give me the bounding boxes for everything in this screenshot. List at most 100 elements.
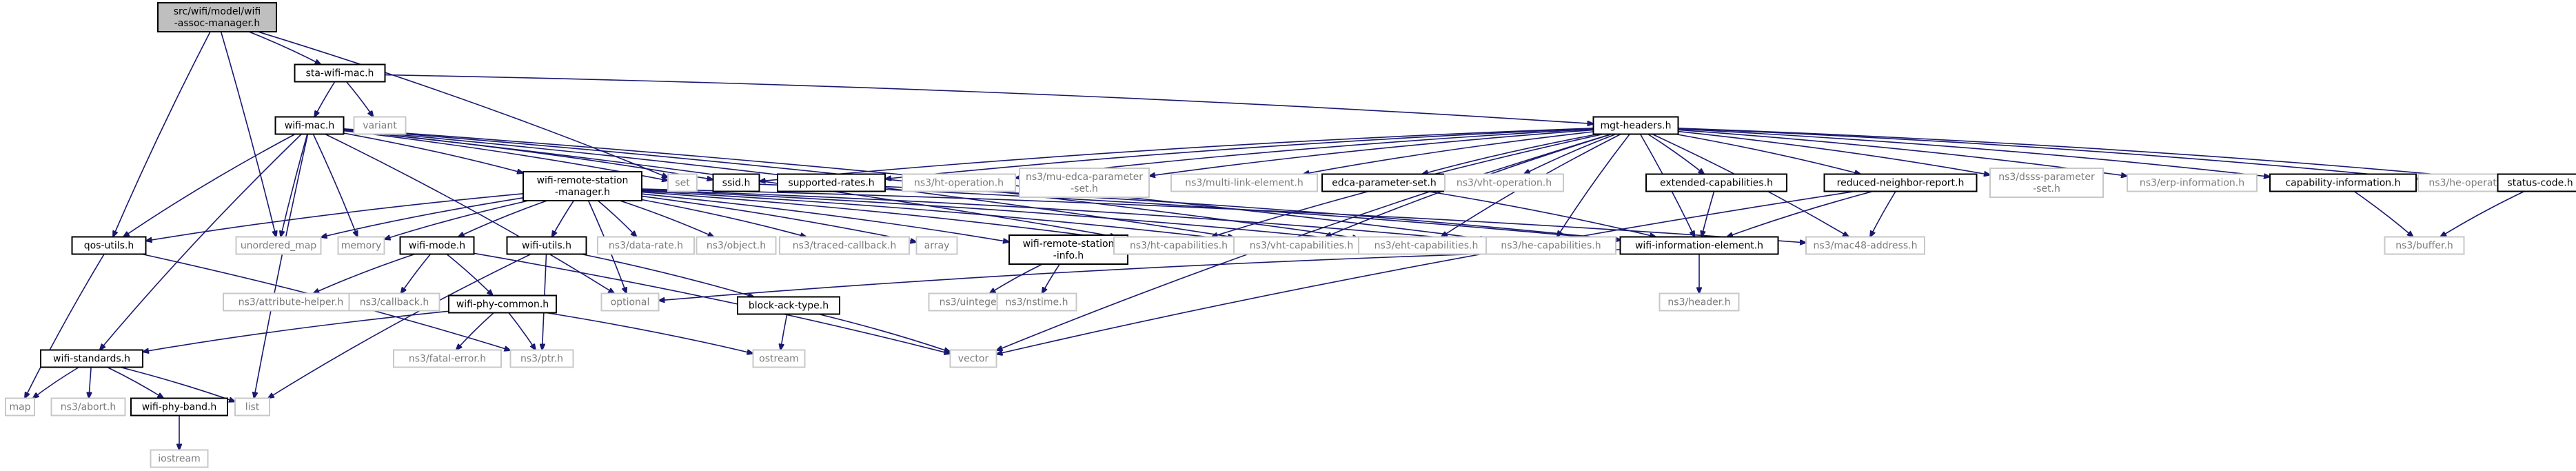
node-wifi-phy-band[interactable]: wifi-phy-band.h: [130, 397, 228, 417]
edge-wifi-remote-station-manager-to-wifi-mode: [458, 200, 547, 237]
node-box: [150, 449, 209, 468]
edge-wifi-standards-to-map: [33, 366, 79, 399]
node-label: qos-utils.h: [84, 241, 134, 252]
edge-mgt-headers-to-ns3-he-operation: [1678, 128, 2419, 179]
node-label: ns3/vht-capabilities.h: [1250, 241, 1353, 252]
node-box: [1592, 116, 1679, 135]
node-sta-wifi-mac[interactable]: sta-wifi-mac.h: [294, 63, 386, 83]
edge-wifi-phy-common-to-ostream: [546, 312, 753, 354]
node-box: [157, 2, 277, 32]
node-box: [235, 236, 322, 255]
node-wifi-phy-common[interactable]: wifi-phy-common.h: [448, 294, 557, 314]
node-wifi-utils[interactable]: wifi-utils.h: [506, 236, 587, 255]
edge-wifi-mac-to-optional: [325, 133, 615, 294]
edge-wifi-remote-station-manager-to-qos-utils: [146, 193, 524, 241]
node-box: [1823, 173, 1978, 192]
node-ns3-abort: ns3/abort.h: [50, 397, 126, 417]
node-set: set: [667, 173, 698, 192]
node-box: [1805, 236, 1925, 255]
node-label: ns3/ptr.h: [520, 354, 563, 365]
node-extended-capabilities[interactable]: extended-capabilities.h: [1645, 173, 1787, 192]
node-label: wifi-utils.h: [522, 241, 571, 252]
node-wifi-standards[interactable]: wifi-standards.h: [40, 349, 143, 368]
node-box: [1645, 173, 1787, 192]
node-box: [737, 296, 840, 315]
node-block-ack-type[interactable]: block-ack-type.h: [737, 296, 840, 315]
node-mgt-headers[interactable]: mgt-headers.h: [1592, 116, 1679, 135]
node-wifi-mode[interactable]: wifi-mode.h: [399, 236, 475, 255]
node-wifi-information-element[interactable]: wifi-information-element.h: [1619, 236, 1779, 255]
edge-wifi-remote-station-manager-to-ns3-object: [620, 200, 714, 237]
edge-wifi-remote-station-manager-to-memory: [385, 200, 529, 239]
edge-reduced-neighbor-report-to-vector: [997, 190, 1856, 354]
node-label: array: [924, 241, 950, 252]
node-label: ns3/multi-link-element.h: [1185, 178, 1304, 189]
edge-mgt-headers-to-ssid: [760, 128, 1594, 181]
node-box: [71, 236, 147, 255]
node-box: [448, 294, 557, 314]
node-wifi-remote-station-info[interactable]: wifi-remote-station-info.h: [1008, 234, 1128, 265]
edge-mgt-headers-to-status-code: [1678, 128, 2498, 180]
node-label: ns3/fatal-error.h: [409, 354, 486, 365]
node-ns3-multi-link: ns3/multi-link-element.h: [1170, 173, 1318, 192]
node-variant: variant: [353, 116, 407, 135]
node-box: [1659, 292, 1740, 312]
node-qos-utils[interactable]: qos-utils.h: [71, 236, 147, 255]
edge-mgt-headers-to-ns3-dsss: [1678, 130, 1991, 175]
node-root[interactable]: src/wifi/model/wifi-assoc-manager.h: [157, 2, 277, 32]
node-box: [712, 173, 760, 192]
node-box: [40, 349, 143, 368]
node-box: [996, 292, 1077, 312]
edge-wifi-standards-to-wifi-phy-band: [107, 366, 164, 399]
node-vector: vector: [949, 349, 997, 368]
edge-capability-information-to-ns3-buffer: [2353, 190, 2413, 237]
node-box: [752, 349, 806, 368]
node-ns3-erp: ns3/erp-information.h: [2127, 173, 2258, 192]
node-box: [696, 236, 777, 255]
node-capability-information[interactable]: capability-information.h: [2269, 173, 2417, 192]
node-edca-parameter-set[interactable]: edca-parameter-set.h: [1321, 173, 1447, 192]
node-label: sta-wifi-mac.h: [306, 68, 374, 79]
edge-sta-wifi-mac-to-variant: [345, 81, 374, 117]
node-box: [399, 236, 475, 255]
node-box: [1233, 236, 1370, 255]
node-ns3-buffer: ns3/buffer.h: [2384, 236, 2465, 255]
node-label: capability-information.h: [2285, 178, 2400, 189]
node-supported-rates[interactable]: supported-rates.h: [777, 173, 886, 192]
node-box: [667, 173, 698, 192]
node-wifi-remote-station-manager[interactable]: wifi-remote-station-manager.h: [523, 171, 642, 201]
edge-wifi-mac-to-list: [254, 134, 309, 399]
node-wifi-mac[interactable]: wifi-mac.h: [274, 116, 345, 135]
edge-ssid-to-wifi-information-element: [759, 183, 1621, 240]
node-box: [1008, 234, 1128, 265]
node-box: [1485, 236, 1616, 255]
node-label: -manager.h: [555, 187, 610, 198]
node-box: [600, 292, 660, 312]
edge-sta-wifi-mac-to-mgt-headers: [385, 74, 1594, 124]
node-label: wifi-remote-station: [1023, 239, 1115, 250]
node-box: [1113, 236, 1244, 255]
edge-mgt-headers-to-ns3-he-capabilities: [1557, 134, 1630, 237]
edge-supported-rates-to-wifi-information-element: [884, 186, 1621, 240]
node-ssid[interactable]: ssid.h: [712, 173, 760, 192]
node-label: -set.h: [2033, 183, 2060, 194]
node-ns3-object: ns3/object.h: [696, 236, 777, 255]
node-box: [223, 292, 359, 312]
node-label: edca-parameter-set.h: [1332, 178, 1437, 189]
edge-wifi-mac-to-memory: [312, 134, 357, 237]
node-box: [2384, 236, 2465, 255]
edge-mgt-headers-to-capability-information: [1678, 128, 2271, 177]
node-reduced-neighbor-report[interactable]: reduced-neighbor-report.h: [1823, 173, 1978, 192]
node-box: [902, 173, 1016, 192]
node-status-code[interactable]: status-code.h: [2497, 173, 2576, 192]
node-ns3-mu-edca: ns3/mu-edca-parameter-set.h: [1019, 168, 1150, 198]
node-list: list: [234, 397, 270, 417]
node-box: [523, 171, 642, 201]
edge-wifi-remote-station-manager-to-wifi-utils: [552, 200, 574, 237]
node-box: [2127, 173, 2258, 192]
edge-reduced-neighbor-report-to-ns3-mac48: [1870, 191, 1896, 237]
node-label: ns3/dsss-parameter: [1998, 172, 2095, 183]
node-label: ns3/he-capabilities.h: [1501, 241, 1601, 252]
node-box: [1019, 168, 1150, 198]
